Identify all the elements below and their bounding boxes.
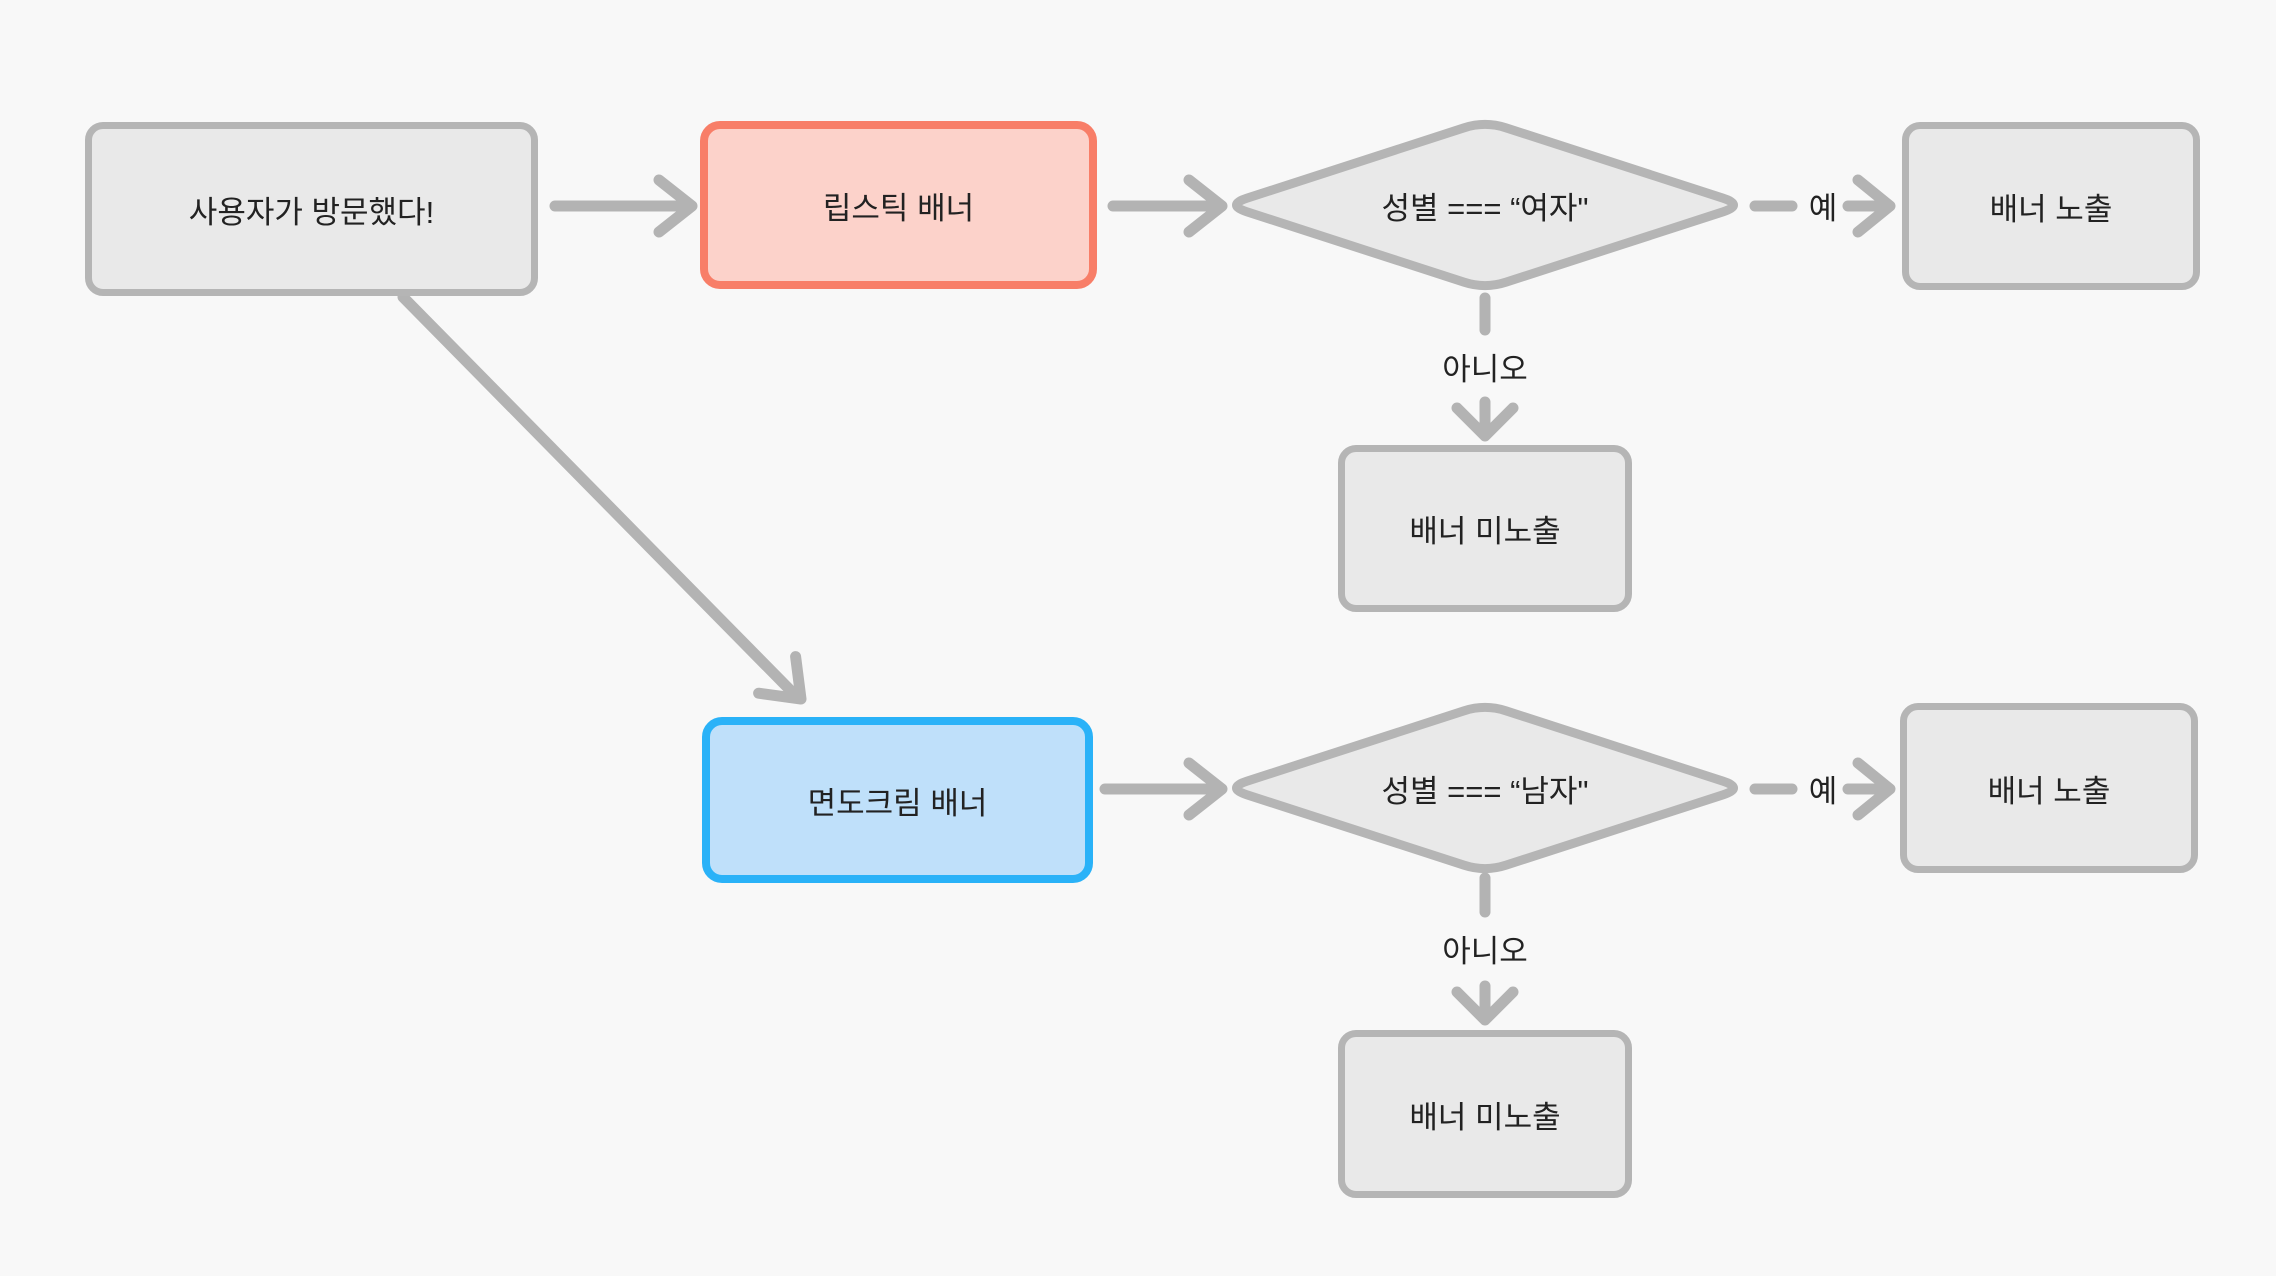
edge-start-to-shaving-cream	[397, 291, 807, 705]
arrowhead-icon	[1183, 174, 1228, 238]
arrowhead-icon	[1183, 757, 1228, 821]
node-banner-show-bottom-label: 배너 노출	[1987, 773, 2111, 809]
edge-line	[397, 291, 803, 703]
edge-label-no-top: 아니오	[1442, 351, 1528, 387]
node-lipstick-banner: 립스틱 배너	[700, 121, 1097, 289]
decision-diamond-female	[1231, 119, 1739, 291]
edge-start-to-lipstick	[549, 174, 698, 238]
arrowhead-icon	[1451, 402, 1519, 442]
node-banner-hide-top: 배너 미노출	[1338, 445, 1632, 612]
arrowhead-icon	[753, 651, 807, 705]
node-banner-show-top: 배너 노출	[1902, 122, 2200, 290]
arrowhead-icon	[1852, 757, 1896, 821]
edge-female-yes-to-show	[1749, 174, 1896, 238]
node-start-label: 사용자가 방문했다!	[188, 194, 435, 230]
decision-diamond-male	[1231, 702, 1739, 874]
node-start: 사용자가 방문했다!	[85, 122, 538, 296]
node-banner-hide-top-label: 배너 미노출	[1409, 514, 1561, 549]
edge-lipstick-to-female-check	[1107, 174, 1228, 238]
arrowhead-icon	[1852, 174, 1896, 238]
node-banner-hide-bottom: 배너 미노출	[1338, 1030, 1632, 1198]
edge-label-no-bottom: 아니오	[1442, 933, 1528, 969]
arrowhead-icon	[653, 174, 698, 238]
edge-female-no-to-hide	[1451, 292, 1519, 442]
edge-male-yes-to-show	[1749, 757, 1896, 821]
node-shaving-cream-banner-label: 면도크림 배너	[807, 785, 988, 821]
node-banner-show-bottom: 배너 노출	[1900, 703, 2198, 873]
node-banner-show-top-label: 배너 노출	[1989, 191, 2113, 227]
decision-female-label: 성별 === “여자"	[1381, 190, 1589, 226]
decision-male-label: 성별 === “남자"	[1381, 773, 1589, 809]
edge-label-yes-top: 예	[1808, 190, 1838, 226]
arrowhead-icon	[1451, 986, 1519, 1026]
node-shaving-cream-banner: 면도크림 배너	[702, 717, 1093, 883]
edge-male-no-to-hide	[1451, 872, 1519, 1026]
edge-shaving-to-male-check	[1099, 757, 1228, 821]
node-lipstick-banner-label: 립스틱 배너	[822, 190, 975, 226]
edge-label-yes-bottom: 예	[1808, 773, 1838, 809]
node-banner-hide-bottom-label: 배너 미노출	[1409, 1099, 1561, 1135]
